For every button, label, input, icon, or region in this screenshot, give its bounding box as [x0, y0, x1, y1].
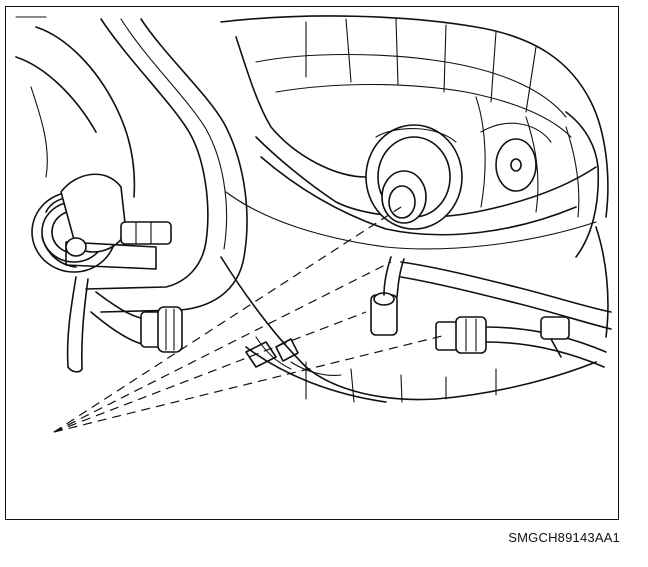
- hose-clips: [245, 338, 342, 376]
- mounting-boss: [480, 122, 552, 192]
- coolant-pipe-secondary: [15, 16, 136, 198]
- lower-housing: [220, 256, 597, 403]
- hose-coil-clamp: [31, 173, 157, 273]
- hose-connector-left: [90, 291, 183, 353]
- coolant-pipe-upper: [85, 18, 248, 313]
- hose-connector-center: [120, 221, 172, 245]
- port-fitting: [365, 124, 463, 230]
- drawing-code: SMGCH89143AA1: [508, 530, 620, 545]
- illustration-frame: [5, 6, 619, 520]
- engine-bay-illustration: [15, 15, 612, 433]
- vertical-fitting: [370, 256, 405, 336]
- hose-bundle-right: [400, 261, 612, 368]
- callout-leaders: [53, 206, 447, 433]
- drain-tube: [66, 276, 89, 373]
